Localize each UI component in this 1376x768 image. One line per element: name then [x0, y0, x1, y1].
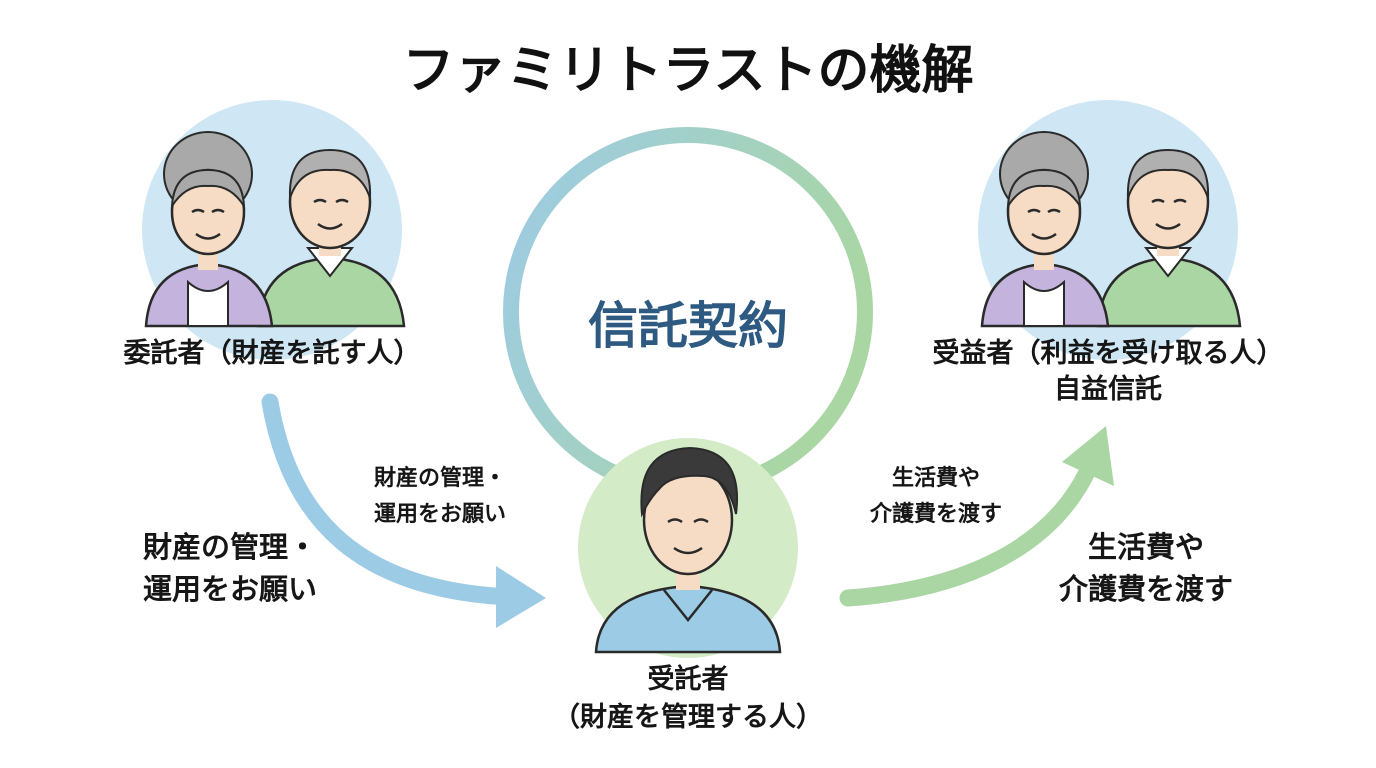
right-flow-small-line2: 介護費を渡す: [869, 502, 1003, 527]
left-flow-small-line2: 運用をお願い: [373, 502, 507, 527]
contract-label: 信託契約: [588, 297, 788, 355]
left-flow-small-line1: 財産の管理・: [373, 466, 507, 491]
beneficiary-label: 受益者（利益を受け取る人）: [932, 338, 1284, 369]
beneficiary-sublabel: 自益信託: [1054, 374, 1162, 405]
left-flow-large-line1: 財産の管理・: [142, 530, 318, 564]
right-flow-small-line1: 生活費や: [891, 466, 981, 491]
settlor-label: 委託者（財産を託す人）: [123, 338, 421, 369]
elderly-man-figure-beneficiary: [1096, 148, 1242, 328]
trustee-label: 受託者: [647, 664, 729, 695]
elderly-man-figure: [256, 148, 406, 328]
trustee-illustration: [578, 438, 798, 658]
right-flow-large-line2: 介護費を渡す: [1058, 572, 1234, 606]
elderly-woman-figure-beneficiary: [980, 131, 1110, 328]
page-title: ファミリトラストの機解: [402, 41, 974, 101]
beneficiary-couple-illustration: [978, 100, 1242, 360]
left-flow-large-line2: 運用をお願い: [142, 572, 318, 606]
right-flow-large-line1: 生活費や: [1087, 530, 1205, 564]
elderly-woman-figure: [144, 131, 274, 328]
settlor-couple-illustration: [142, 100, 406, 360]
right-flow-arrow: [839, 426, 1114, 607]
trustee-sublabel: （財産を管理する人）: [553, 702, 823, 733]
left-flow-arrow: [261, 393, 546, 628]
